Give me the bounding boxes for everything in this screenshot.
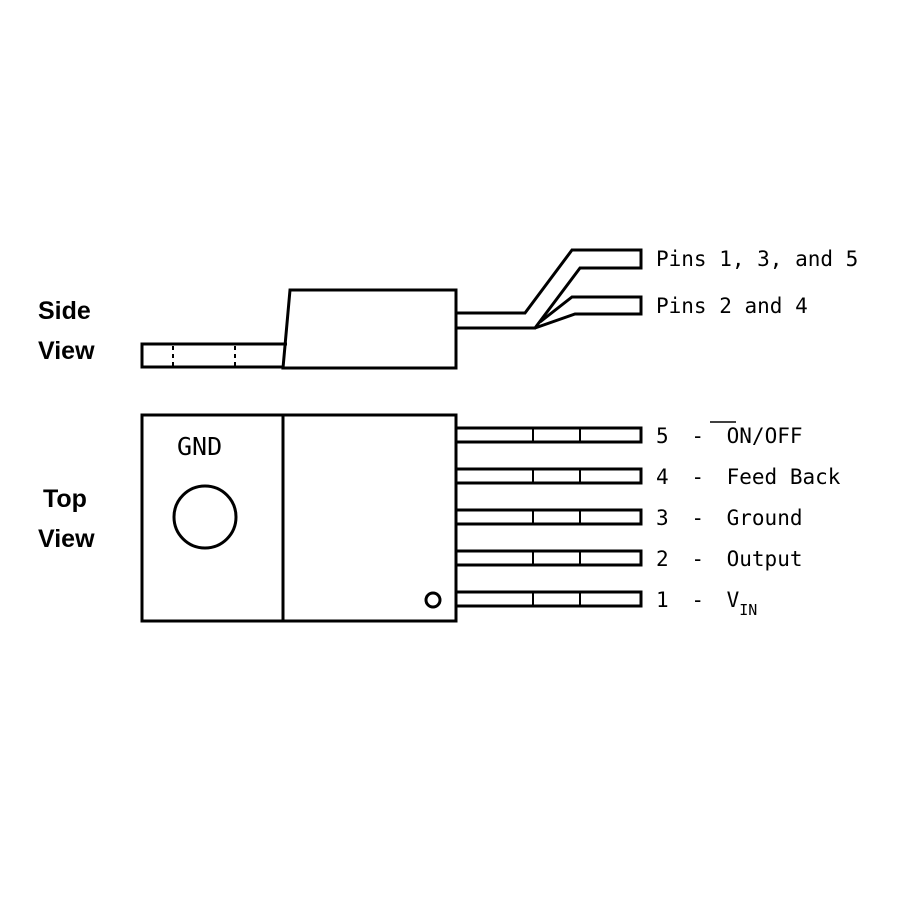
side-view-label-line2: View (38, 337, 95, 365)
side-view-label-line1: Side (38, 297, 91, 325)
pin-dash-2: - (691, 547, 704, 571)
pin-label-4: 4 - Feed Back (656, 465, 841, 489)
pin-lead-1 (454, 590, 643, 608)
side-view-lead-lower (534, 295, 643, 330)
pin-name-overline-5: ON (727, 424, 752, 448)
pin-lead-2 (454, 549, 643, 567)
pin-dash-5: - (691, 424, 704, 448)
top-view: Top View GND (38, 413, 841, 623)
pin-dash-1: - (691, 588, 704, 612)
side-view-lead-label-upper: Pins 1, 3, and 5 (656, 247, 858, 271)
pin-number-2: 2 (656, 547, 669, 571)
pin-name-4: Feed Back (727, 465, 841, 489)
pin-dash-4: - (691, 465, 704, 489)
mounting-hole (172, 484, 238, 550)
pin-name-3: Ground (727, 506, 803, 530)
pin-number-1: 1 (656, 588, 669, 612)
top-view-label-line2: View (38, 525, 95, 553)
pin-number-4: 4 (656, 465, 669, 489)
pin-lead-3 (454, 508, 643, 526)
pin-number-5: 5 (656, 424, 669, 448)
pin-name-rest-5: /OFF (752, 424, 803, 448)
pin-lead-4 (454, 467, 643, 485)
side-view-package-body (281, 288, 458, 370)
pin-label-2: 2 - Output (656, 547, 802, 571)
side-view-heat-tab (140, 342, 287, 369)
pin-name-1: V (727, 588, 740, 612)
pin-dash-3: - (691, 506, 704, 530)
top-view-label-line1: Top (43, 485, 87, 513)
pin-name-2: Output (727, 547, 803, 571)
side-view-lead-label-lower: Pins 2 and 4 (656, 294, 808, 318)
pin-label-3: 3 - Ground (656, 506, 802, 530)
side-view-lead-upper (456, 248, 643, 330)
pin-lead-5 (454, 426, 643, 444)
pin1-indicator-dot (424, 591, 442, 609)
pin-label-1: 1 - VIN (656, 588, 757, 619)
pin-label-5: 5 - ON/OFF (656, 424, 803, 448)
pin-number-3: 3 (656, 506, 669, 530)
tab-gnd-label: GND (177, 432, 222, 461)
pin-name-sub-1: IN (739, 601, 757, 619)
side-view: Side View Pins 1, 3, and 5 Pins 2 and 4 (38, 247, 858, 370)
